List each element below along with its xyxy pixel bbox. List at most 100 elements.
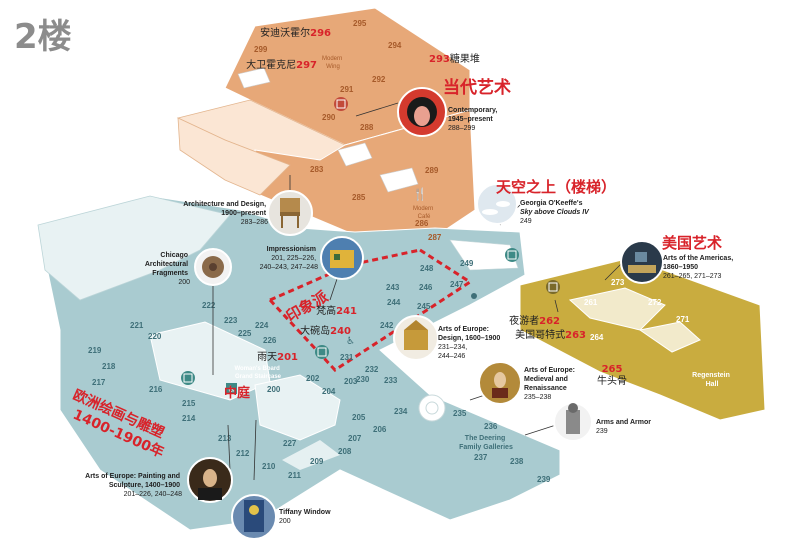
- room-number: 271: [676, 315, 690, 324]
- room-number: 290: [322, 113, 336, 122]
- room-number: 248: [420, 264, 434, 273]
- room-number: 234: [394, 407, 408, 416]
- room-number: 242: [380, 321, 394, 330]
- artwork-label: 梵高241: [316, 304, 357, 317]
- europe-painting-thumbnail: [187, 457, 233, 503]
- restroom-icon-1: [334, 97, 348, 111]
- room-number: 231: [340, 353, 354, 362]
- room-number: 210: [262, 462, 276, 471]
- room-number: 285: [352, 193, 366, 202]
- room-number: 245: [417, 302, 431, 311]
- room-number: 244: [387, 298, 401, 307]
- chicago-fragments-thumbnail: [194, 248, 232, 286]
- room-number: 237: [474, 453, 488, 462]
- artwork-label: 夜游者262: [509, 314, 560, 327]
- accessible-icon-1: ♿: [226, 383, 237, 395]
- room-number: 291: [340, 85, 354, 94]
- above-clouds-zh-label: 天空之上（楼梯）: [496, 178, 616, 196]
- arms-armor-caption: Arms and Armor 239: [596, 419, 653, 435]
- svg-text:♿: ♿: [227, 385, 235, 395]
- impressionism-route: [269, 248, 421, 302]
- room-number: 204: [322, 387, 336, 396]
- room-number: 227: [283, 439, 297, 448]
- europe-design-caption: Arts of Europe: Design, 1600–1900 231–23…: [438, 326, 502, 360]
- room-number: 292: [372, 75, 386, 84]
- svg-text:🍴: 🍴: [413, 187, 428, 201]
- room-number: 215: [182, 399, 196, 408]
- room-number: 224: [255, 321, 269, 330]
- room-number: 246: [419, 283, 433, 292]
- room-number: 207: [348, 434, 362, 443]
- room-number: 209: [310, 457, 324, 466]
- artwork-label: 美国哥特式263: [515, 328, 586, 341]
- regenstein-hall-label: Regenstein Hall: [692, 372, 732, 388]
- tiffany-window-thumbnail: [231, 494, 277, 540]
- room-number: 239: [537, 475, 551, 484]
- restroom-icon-4: [181, 371, 195, 385]
- modern-wing-label: Modern Wing: [322, 56, 344, 70]
- room-number: 214: [182, 414, 196, 423]
- room-number: 220: [148, 332, 162, 341]
- room-number: 295: [353, 19, 367, 28]
- teal-gallery-area: [37, 195, 561, 531]
- europe-design-thumbnail: [393, 315, 439, 361]
- room-number: 289: [425, 166, 439, 175]
- room-number: 203: [344, 377, 358, 386]
- room-number: 288: [360, 123, 374, 132]
- artwork-label: 大碗岛240: [300, 324, 351, 337]
- room-number: 236: [484, 422, 498, 431]
- room-number: 286: [415, 219, 429, 228]
- americas-area: [519, 257, 766, 421]
- okeeffe-thumbnail: [476, 183, 518, 225]
- room-number: 219: [88, 346, 102, 355]
- room-number: 264: [590, 333, 604, 342]
- room-number: 200: [267, 385, 281, 394]
- impressionism-thumbnail: [320, 236, 364, 280]
- room-number: 249: [460, 259, 474, 268]
- room-number: 212: [236, 449, 250, 458]
- room-number: 202: [306, 374, 320, 383]
- room-number: 221: [130, 321, 144, 330]
- room-number: 243: [386, 283, 400, 292]
- artwork-label: 雨天201: [257, 352, 298, 363]
- grand-staircase-label: Woman's Board Grand Staircase: [235, 366, 282, 380]
- room-number: 218: [102, 362, 116, 371]
- okeeffe-caption: Georgia O'Keeffe's Sky above Clouds IV 2…: [520, 200, 591, 225]
- room-number: 230: [356, 375, 370, 384]
- room-number: 222: [202, 301, 216, 310]
- chicago-fragments-caption: Chicago Architectural Fragments 200: [145, 252, 190, 286]
- room-number: 272: [648, 298, 662, 307]
- americas-caption: Arts of the Americas, 1860–1950 261–265,…: [663, 255, 735, 280]
- deering-label: The Deering Family Galleries: [459, 435, 513, 451]
- artwork-label: 安迪沃霍尔296: [260, 26, 331, 39]
- restroom-icon-2: [505, 248, 519, 262]
- room-number: 232: [365, 365, 379, 374]
- room-number: 283: [310, 165, 324, 174]
- room-number: 225: [238, 329, 252, 338]
- room-number: 235: [453, 409, 467, 418]
- room-number: 247: [450, 280, 464, 289]
- artwork-label: 大卫霍克尼297: [246, 58, 317, 71]
- europe-medieval-thumbnail: [478, 361, 522, 405]
- restroom-icon-3: [315, 345, 329, 359]
- architecture-caption: Architecture and Design, 1900–present 28…: [183, 201, 268, 226]
- artwork-label: 293糖果堆: [429, 52, 480, 65]
- cafe-icon: 🍴: [413, 187, 428, 201]
- room-number: 273: [611, 278, 625, 287]
- room-number: 233: [384, 376, 398, 385]
- room-number: 238: [510, 457, 524, 466]
- room-number: 208: [338, 447, 352, 456]
- room-number: 206: [373, 425, 387, 434]
- arms-armor-thumbnail: [553, 402, 593, 442]
- room-number: 211: [288, 471, 301, 480]
- room-number: 261: [584, 298, 598, 307]
- modern-cafe-label: Modern Café: [413, 206, 435, 220]
- room-number: 217: [92, 378, 106, 387]
- room-number: 299: [254, 45, 268, 54]
- room-number: 205: [352, 413, 366, 422]
- americas-zh-label: 美国艺术: [662, 234, 722, 252]
- contemporary-thumbnail: [397, 87, 447, 137]
- room-number: 223: [224, 316, 238, 325]
